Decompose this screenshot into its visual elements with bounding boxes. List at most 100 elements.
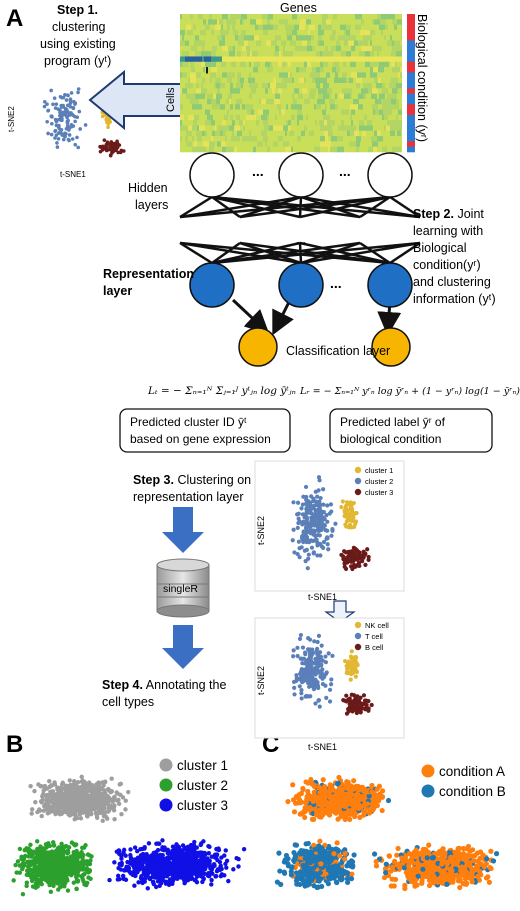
step2-line1: Step 2. Joint (413, 207, 484, 221)
heatmap-cell (381, 14, 383, 20)
heatmap-cell (287, 130, 289, 137)
heatmap-cell (325, 141, 331, 147)
network-connection (239, 195, 391, 219)
heatmap-cell (207, 88, 209, 94)
heatmap-cell (346, 24, 351, 31)
heatmap-cell (331, 136, 337, 142)
heatmap-cell (307, 136, 309, 142)
legend-marker (159, 778, 173, 792)
tsne-point (319, 527, 324, 533)
heatmap-cell (352, 93, 358, 100)
heatmap-cell (295, 72, 299, 78)
heatmap-cell (210, 24, 213, 31)
heatmap-cell (389, 51, 391, 57)
tsne-point (311, 551, 316, 556)
heatmap-cell (342, 29, 344, 36)
heatmap-cell (261, 67, 267, 73)
heatmap-cell (214, 125, 216, 132)
heatmap-cell (288, 93, 292, 100)
panel-b-point (116, 801, 122, 806)
tsne-point (303, 512, 308, 517)
heatmap-cell (392, 109, 398, 116)
tsne-point (108, 145, 112, 150)
heatmap-cell (240, 61, 246, 68)
heatmap-cell (291, 120, 297, 126)
heatmap-cell (258, 109, 263, 116)
heatmap-cell (194, 61, 199, 68)
tsne-point (309, 663, 314, 669)
heatmap-cell (322, 14, 328, 20)
panel-b-point (66, 812, 71, 817)
heatmap-cell (305, 24, 309, 31)
heatmap-cell (364, 146, 366, 153)
heatmap-cell (188, 146, 192, 153)
panel-b-point (14, 870, 19, 875)
heatmap-cell (253, 146, 256, 153)
heatmap-cell (328, 45, 331, 52)
panel-b-point (39, 813, 44, 819)
heatmap-cell (343, 141, 349, 147)
heatmap-cell (308, 29, 310, 36)
heatmap-cell (339, 83, 344, 89)
heatmap-cell (363, 98, 369, 105)
tsne-point (306, 552, 311, 557)
heatmap-cell (359, 51, 365, 57)
heatmap-cell (270, 61, 272, 68)
heatmap-cell (240, 146, 246, 153)
network-connection (211, 241, 301, 265)
tsne-point (347, 511, 353, 516)
panel-b-point (27, 852, 33, 857)
heatmap-cell (310, 88, 316, 94)
heatmap-cell (309, 136, 313, 142)
heatmap-cell (192, 136, 194, 142)
heatmap-cell (244, 35, 248, 41)
heatmap-cell (332, 88, 337, 94)
heatmap-cell (207, 104, 212, 110)
heatmap-cell (209, 146, 214, 153)
heatmap-cell (350, 29, 355, 36)
heatmap-cell (252, 93, 257, 100)
heatmap-cell (346, 61, 350, 68)
representation-layer-line1: Representation (103, 267, 194, 281)
heatmap-cell (302, 67, 306, 73)
heatmap-cell (352, 88, 357, 94)
tsne-point (318, 513, 324, 518)
heatmap-cell (180, 141, 186, 147)
heatmap-cell (243, 72, 249, 78)
heatmap-cell (348, 146, 351, 153)
tsne-point (343, 550, 349, 555)
condition-cell (407, 141, 415, 147)
tsne-point (296, 520, 301, 526)
panel-b-point (155, 841, 161, 846)
heatmap-cell (275, 93, 280, 100)
heatmap-cell (314, 146, 320, 153)
panel-b-point (174, 873, 179, 878)
condition-cell (407, 130, 415, 137)
heatmap-cell (370, 56, 376, 63)
heatmap-cell (214, 29, 220, 36)
heatmap-cell (254, 35, 259, 41)
heatmap-cell (294, 130, 298, 137)
heatmap-cell (199, 120, 203, 126)
heatmap-cell (391, 98, 396, 105)
heatmap-cell (217, 35, 222, 41)
heatmap-cell (388, 88, 392, 94)
heatmap-cell (396, 83, 402, 89)
heatmap-cell (249, 130, 251, 137)
heatmap-cell (199, 83, 201, 89)
heatmap-cell (320, 125, 326, 132)
heatmap-cell (299, 88, 302, 94)
tsne-point (345, 556, 350, 561)
tsne-point (108, 153, 113, 158)
heatmap-cell (195, 51, 201, 57)
panel-b-point (63, 784, 69, 789)
heatmap-cell (374, 130, 377, 137)
panel-b-point (197, 867, 203, 872)
heatmap-cell (239, 120, 243, 126)
heatmap-cell (251, 104, 253, 110)
panel-b-point (51, 874, 57, 880)
panel-b-point (38, 858, 43, 863)
condition-cell (407, 88, 415, 94)
heatmap-cell (304, 61, 307, 68)
